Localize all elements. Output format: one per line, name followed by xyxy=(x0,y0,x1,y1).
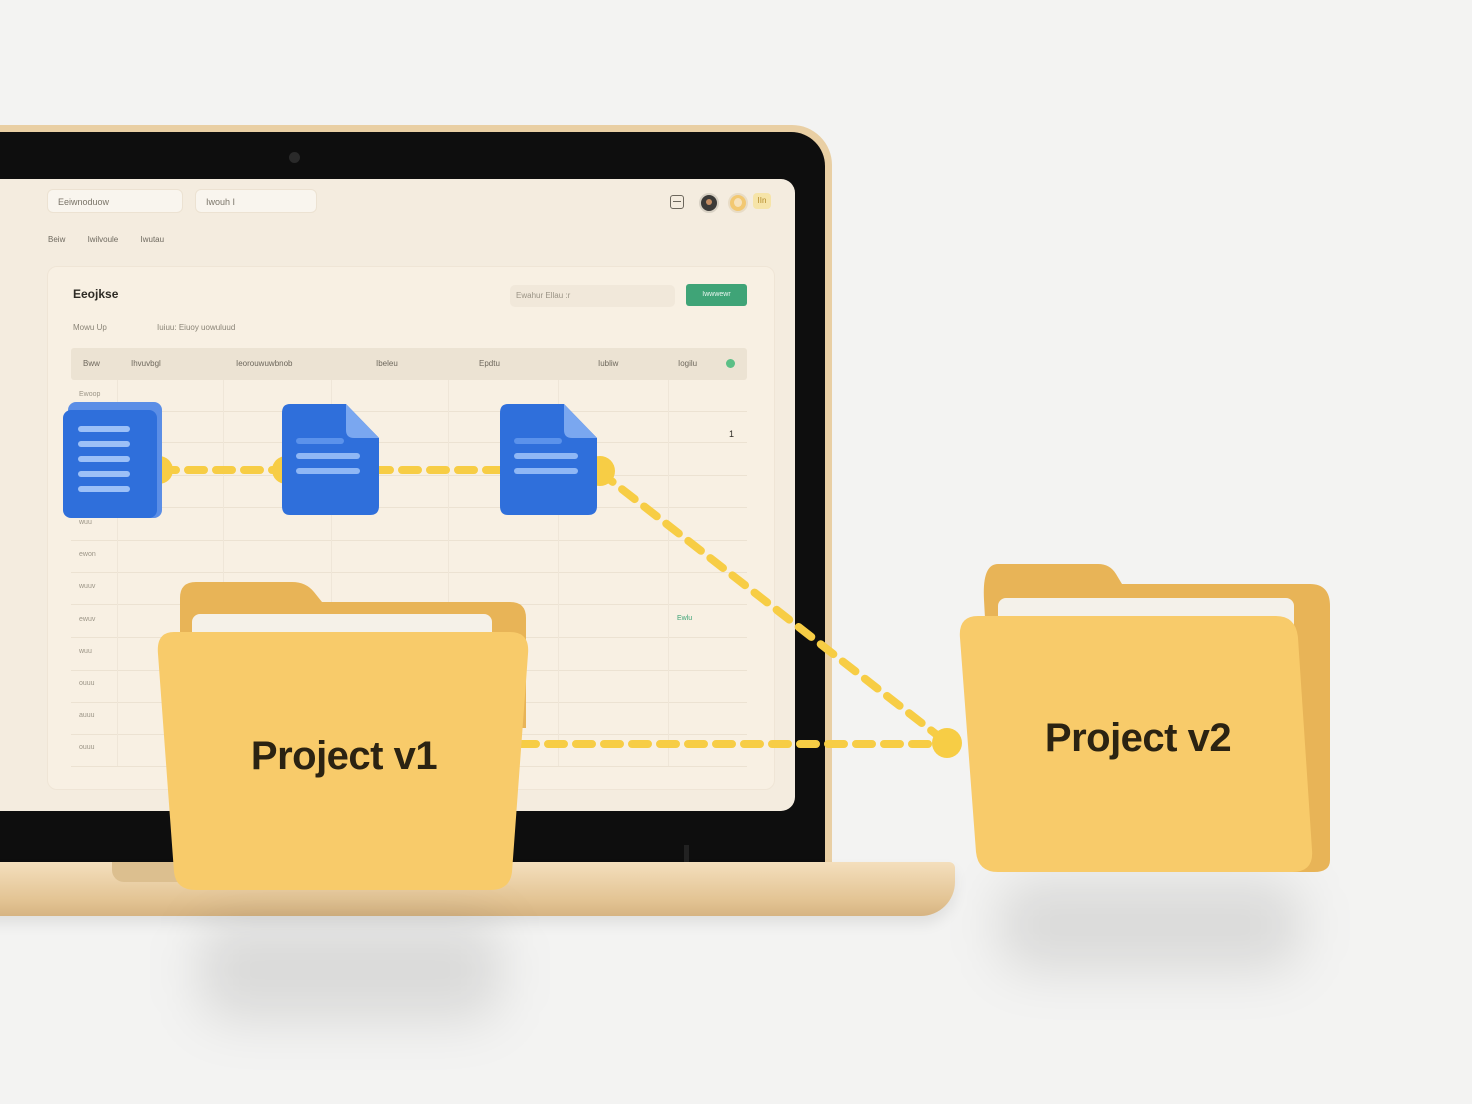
status-dot xyxy=(726,359,735,368)
folder-shadow xyxy=(1000,880,1300,970)
column-divider xyxy=(448,380,449,766)
column-header[interactable]: Bww xyxy=(83,359,100,368)
avatar[interactable] xyxy=(699,193,719,213)
card-meta: Mowu Up Iuiuu: Eiuoy uowuluud xyxy=(73,323,283,332)
nav-item[interactable]: Iwilvoule xyxy=(87,235,119,244)
folder-project-v1[interactable]: Project v1 xyxy=(156,578,532,894)
nav-item[interactable]: Beiw xyxy=(48,235,66,244)
document-icon[interactable] xyxy=(280,402,382,517)
column-header[interactable]: Ibeleu xyxy=(376,359,398,368)
filter-input[interactable]: Ewahur Ellau :r xyxy=(510,285,675,307)
nav-item[interactable]: Iwutau xyxy=(140,235,165,244)
folder-shadow xyxy=(200,920,500,1020)
column-header[interactable]: Iubliw xyxy=(598,359,619,368)
camera-icon xyxy=(289,152,300,163)
row-label: ouuu xyxy=(79,744,95,751)
column-divider xyxy=(558,380,559,766)
table-row[interactable] xyxy=(71,540,747,541)
column-divider xyxy=(223,380,224,766)
table-row[interactable] xyxy=(71,507,747,508)
row-label: wuuv xyxy=(79,583,96,590)
column-divider xyxy=(331,380,332,766)
emoji-avatar[interactable] xyxy=(728,193,748,213)
card-title: Eeojkse xyxy=(73,287,119,301)
meta-item: Mowu Up xyxy=(73,323,107,332)
folder-project-v2[interactable]: Project v2 xyxy=(958,560,1334,874)
column-header[interactable]: Epdtu xyxy=(479,359,500,368)
column-divider xyxy=(117,380,118,766)
table-row[interactable] xyxy=(71,411,747,412)
table-row[interactable] xyxy=(71,442,747,443)
table-row[interactable] xyxy=(71,475,747,476)
document-icon[interactable] xyxy=(60,400,170,522)
row-label: wuu xyxy=(79,648,92,655)
row-label: Ewoop xyxy=(79,391,101,398)
app-title-field[interactable]: Eeiwnoduow xyxy=(47,189,183,213)
document-icon[interactable] xyxy=(498,402,600,517)
cell-value: 1 xyxy=(729,429,735,439)
column-divider xyxy=(668,380,669,766)
primary-button[interactable]: Iwwwewr xyxy=(686,284,747,306)
column-header[interactable]: Iogilu xyxy=(678,359,698,368)
laptop-hinge xyxy=(684,845,689,863)
notification-badge[interactable]: IIn xyxy=(753,193,771,209)
table-header: Bww Ihvuvbgl Ieorouwuwbnob Ibeleu Epdtu … xyxy=(71,348,747,380)
search-input[interactable]: Iwouh I xyxy=(195,189,317,213)
connector-node xyxy=(932,728,962,758)
row-label: ouuu xyxy=(79,680,95,687)
meta-item: Iuiuu: Eiuoy uowuluud xyxy=(157,323,236,332)
row-label: ewon xyxy=(79,551,96,558)
row-label: ewuv xyxy=(79,616,96,623)
column-header[interactable]: Ihvuvbgl xyxy=(131,359,161,368)
column-header[interactable]: Ieorouwuwbnob xyxy=(236,359,293,368)
connector-doc3-folder2 xyxy=(596,468,950,746)
sub-navigation: Beiw Iwilvoule Iwutau xyxy=(48,235,184,244)
folder-icon xyxy=(959,564,1330,872)
table-row[interactable] xyxy=(71,572,747,573)
laptop-screen: Eeiwnoduow Iwouh I Beiw Iwilvoule Iwutau… xyxy=(0,179,795,811)
folder-label: Project v1 xyxy=(250,734,438,778)
minus-square-icon[interactable] xyxy=(670,195,684,209)
folder-label: Project v2 xyxy=(1044,716,1232,760)
row-label: wuu xyxy=(79,519,92,526)
folder-icon xyxy=(157,582,529,890)
status-tag: Ewlu xyxy=(677,615,693,622)
row-label: auuu xyxy=(79,712,95,719)
